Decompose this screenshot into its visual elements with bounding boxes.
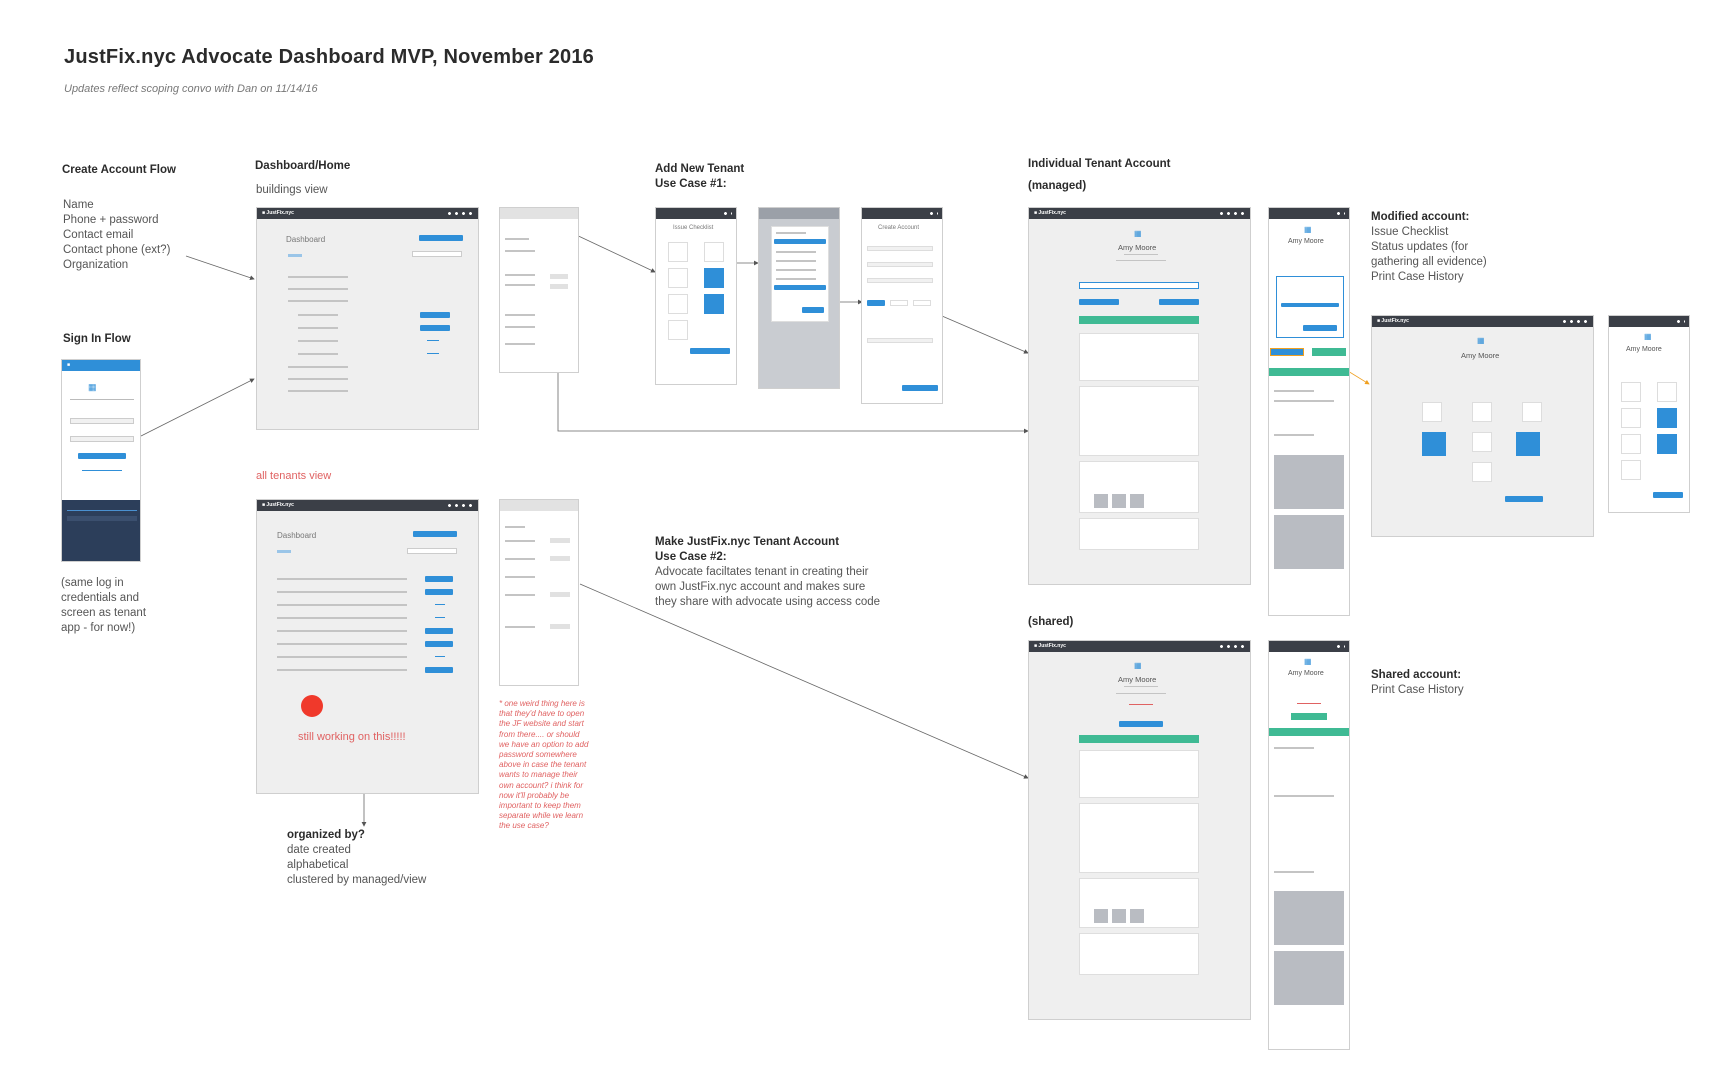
- shared-account: Shared account: Print Case History: [1371, 668, 1464, 698]
- buildings-view-label: buildings view: [256, 184, 328, 196]
- red-note-line: * one weird thing here is: [499, 699, 585, 708]
- use-case-2: Make JustFix.nyc Tenant Account Use Case…: [655, 535, 880, 610]
- red-note-line: from there.... or should: [499, 729, 580, 739]
- field-phone-password: Phone + password: [63, 214, 159, 226]
- sign-in-note-line: screen as tenant: [61, 607, 147, 619]
- dashboard-frame-title: Dashboard: [286, 235, 326, 244]
- modified-mobile-wireframe: ▦ Amy Moore: [1608, 315, 1690, 513]
- doc-icon: ▦: [1134, 661, 1142, 670]
- shared-mobile-wireframe: ▦ Amy Moore: [1268, 640, 1350, 1050]
- tenant-name: Amy Moore: [1118, 243, 1157, 252]
- use-case-1-heading-line: Use Case #1:: [655, 178, 727, 190]
- modified-heading: Modified account:: [1371, 211, 1470, 223]
- modified-item: Status updates (for: [1371, 241, 1469, 253]
- sign-in-note: (same log in credentials and screen as t…: [61, 576, 146, 636]
- all-tenants-view-label: all tenants view: [256, 470, 332, 482]
- managed-label: (managed): [1028, 180, 1087, 192]
- page-title: JustFix.nyc Advocate Dashboard MVP, Nove…: [64, 46, 594, 68]
- connector-tenants-to-shared: [579, 583, 1029, 779]
- shared-account-item: Print Case History: [1371, 684, 1464, 696]
- red-note-line: password somewhere: [499, 750, 577, 760]
- sign-in-heading: Sign In Flow: [63, 333, 131, 345]
- shared-account-heading: Shared account:: [1371, 669, 1462, 681]
- red-note-line: own account? i think for: [499, 780, 584, 790]
- issue-checklist-label: Issue Checklist: [673, 225, 714, 231]
- still-working-label: still working on this!!!!!: [298, 731, 406, 743]
- buildings-mobile-wireframe: [499, 207, 579, 373]
- use-case-2-description: they share with advocate using access co…: [655, 596, 881, 608]
- buildings-view-wireframe: ■ JustFix.nyc Dashboard: [256, 207, 479, 430]
- use-case-2-description: Advocate faciltates tenant in creating t…: [655, 566, 869, 578]
- red-note-line: above in case the tenant: [499, 760, 587, 770]
- modified-account: Modified account: Issue Checklist Status…: [1371, 210, 1487, 285]
- red-note: * one weird thing here is that they'd ha…: [499, 699, 588, 832]
- sign-in-note-line: (same log in: [61, 577, 124, 589]
- field-organization: Organization: [63, 259, 129, 271]
- modified-desktop-wireframe: ■ JustFix.nyc ▦ Amy Moore: [1371, 315, 1594, 537]
- shared-desktop-wireframe: ■ JustFix.nyc ▦ Amy Moore: [1028, 640, 1251, 1020]
- create-account-heading: Create Account Flow: [62, 164, 176, 176]
- tenant-name-modified-mobile: Amy Moore: [1626, 346, 1662, 353]
- doc-icon: ▦: [1134, 229, 1142, 238]
- sign-in-note-line: credentials and: [61, 592, 139, 604]
- red-note-line: the JF website and start: [499, 719, 584, 729]
- modified-item: gathering all evidence): [1371, 256, 1487, 268]
- red-note-line: now it'll probably be: [499, 790, 570, 800]
- shared-label: (shared): [1028, 616, 1074, 628]
- organized-item: clustered by managed/view: [287, 874, 427, 886]
- doc-icon: ▦: [88, 382, 97, 392]
- red-note-line: wants to manage their: [499, 770, 578, 780]
- field-name: Name: [63, 199, 94, 211]
- red-note-line: important to keep them: [499, 801, 581, 811]
- page-subtitle: Updates reflect scoping convo with Dan o…: [64, 83, 318, 95]
- tenant-name-mobile: Amy Moore: [1288, 238, 1324, 245]
- organized-heading: organized by?: [287, 829, 365, 841]
- organized-item: alphabetical: [287, 859, 349, 871]
- tenant-name-shared: Amy Moore: [1118, 675, 1157, 684]
- red-note-line: separate while we learn: [499, 811, 584, 821]
- status-dot: [301, 695, 323, 717]
- doc-icon: ▦: [1304, 225, 1312, 234]
- issue-modal-wireframe: [758, 207, 840, 389]
- individual-heading: Individual Tenant Account: [1028, 158, 1171, 170]
- create-account-wireframe: Create Account: [861, 207, 943, 404]
- connector-create-to-dashboard: [185, 255, 255, 280]
- field-contact-phone: Contact phone (ext?): [63, 244, 171, 256]
- use-case-2-description: own JustFix.nyc account and makes sure: [655, 581, 866, 593]
- dashboard-heading: Dashboard/Home: [255, 160, 351, 172]
- use-case-1-heading-line: Add New Tenant: [655, 163, 745, 175]
- red-note-line: we have an option to add: [499, 739, 589, 749]
- create-account-label: Create Account: [878, 225, 920, 231]
- modified-item: Print Case History: [1371, 271, 1464, 283]
- all-tenants-frame-title: Dashboard: [277, 531, 317, 540]
- use-case-2-heading-line: Make JustFix.nyc Tenant Account: [655, 536, 840, 548]
- all-tenants-wireframe: ■ JustFix.nyc Dashboard: [256, 499, 479, 794]
- modified-item: Issue Checklist: [1371, 226, 1449, 238]
- issue-checklist-wireframe: Issue Checklist: [655, 207, 737, 385]
- managed-mobile-wireframe: ▦ Amy Moore: [1268, 207, 1350, 616]
- managed-desktop-wireframe: ■ JustFix.nyc ▦ Amy Moore: [1028, 207, 1251, 585]
- connector-create-to-managed: [941, 315, 1029, 354]
- organized-by: organized by? date created alphabetical …: [287, 828, 426, 888]
- use-case-1-heading: Add New Tenant Use Case #1:: [655, 162, 744, 192]
- red-note-line: the use case?: [499, 821, 549, 831]
- red-note-line: that they'd have to open: [499, 709, 585, 719]
- tenant-name-shared-mobile: Amy Moore: [1288, 670, 1324, 677]
- doc-icon: ▦: [1304, 657, 1312, 666]
- sign-in-note-line: app - for now!): [61, 622, 136, 634]
- create-account-fields: Name Phone + password Contact email Cont…: [63, 198, 170, 273]
- doc-icon: ▦: [1644, 332, 1652, 341]
- organized-item: date created: [287, 844, 351, 856]
- doc-icon: ▦: [1477, 336, 1485, 345]
- sign-in-wireframe: ■ ▦: [61, 359, 141, 562]
- field-contact-email: Contact email: [63, 229, 134, 241]
- tenant-name-modified: Amy Moore: [1461, 351, 1500, 360]
- use-case-2-heading-line: Use Case #2:: [655, 551, 727, 563]
- tenants-mobile-wireframe: [499, 499, 579, 686]
- connector-signin-to-dashboard: [140, 378, 255, 437]
